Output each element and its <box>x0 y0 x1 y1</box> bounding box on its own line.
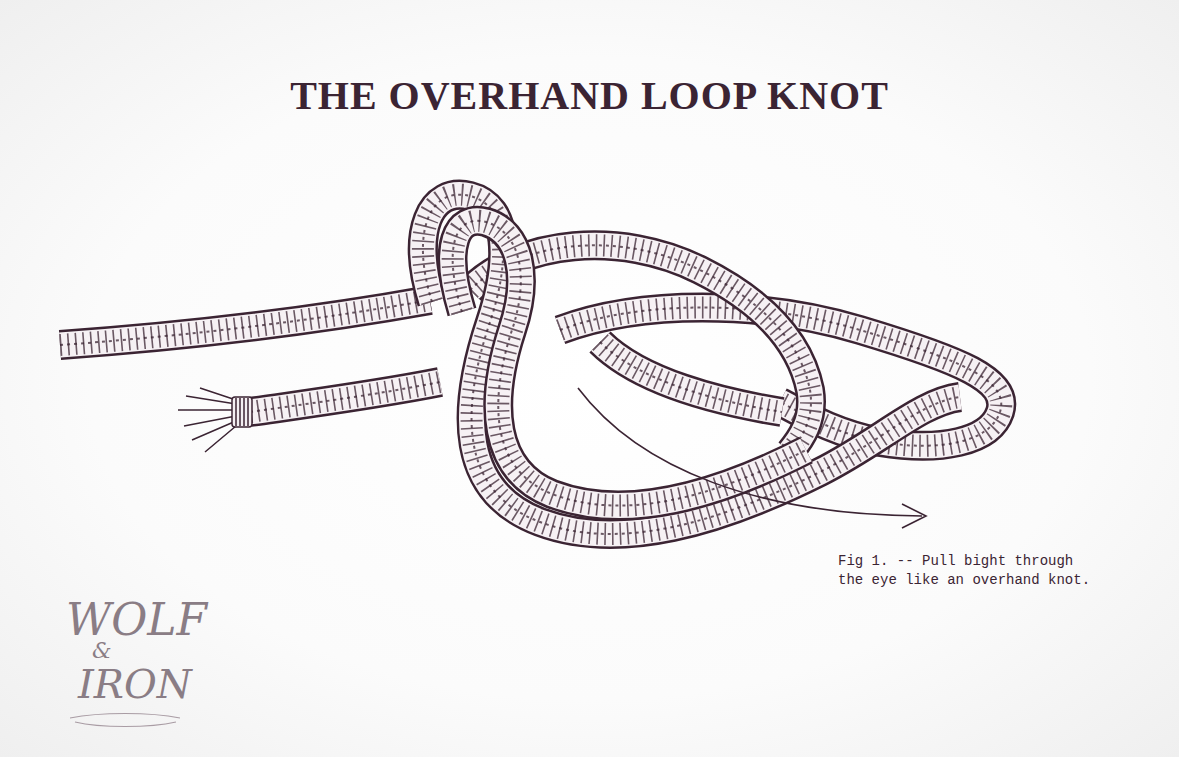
rope-strand <box>60 300 430 345</box>
rope-strand <box>423 195 960 534</box>
rope-strand <box>250 382 440 412</box>
rope-strand <box>453 221 806 506</box>
logo-ampersand: & <box>92 640 112 662</box>
diagram-title: THE OVERHAND LOOP KNOT <box>0 72 1179 119</box>
rope-strand <box>60 300 430 345</box>
direction-arrow <box>578 388 926 528</box>
rope-strand <box>250 382 440 412</box>
rope-strand <box>60 300 430 345</box>
rope-strand <box>423 195 960 534</box>
rope-strand <box>600 342 782 412</box>
rope-strand <box>423 195 960 534</box>
rope-strand <box>600 342 782 412</box>
rope-strand <box>250 382 440 412</box>
rope-strand <box>600 342 782 412</box>
rope-strand <box>453 221 806 506</box>
figure-caption: Fig 1. -- Pull bight through the eye lik… <box>838 552 1100 590</box>
logo-word: WOLF <box>66 598 207 642</box>
logo-word: IRON <box>78 664 192 704</box>
whipping <box>232 397 252 427</box>
rope-strand <box>453 221 806 506</box>
frayed-end <box>178 388 236 452</box>
rope-strand <box>250 382 440 412</box>
rope-strand <box>600 342 782 412</box>
rope-strand <box>423 195 960 534</box>
rope-strand <box>453 221 806 506</box>
logo-flourish <box>70 714 180 727</box>
rope-drawing <box>60 195 1001 534</box>
rope-strand <box>60 300 430 345</box>
